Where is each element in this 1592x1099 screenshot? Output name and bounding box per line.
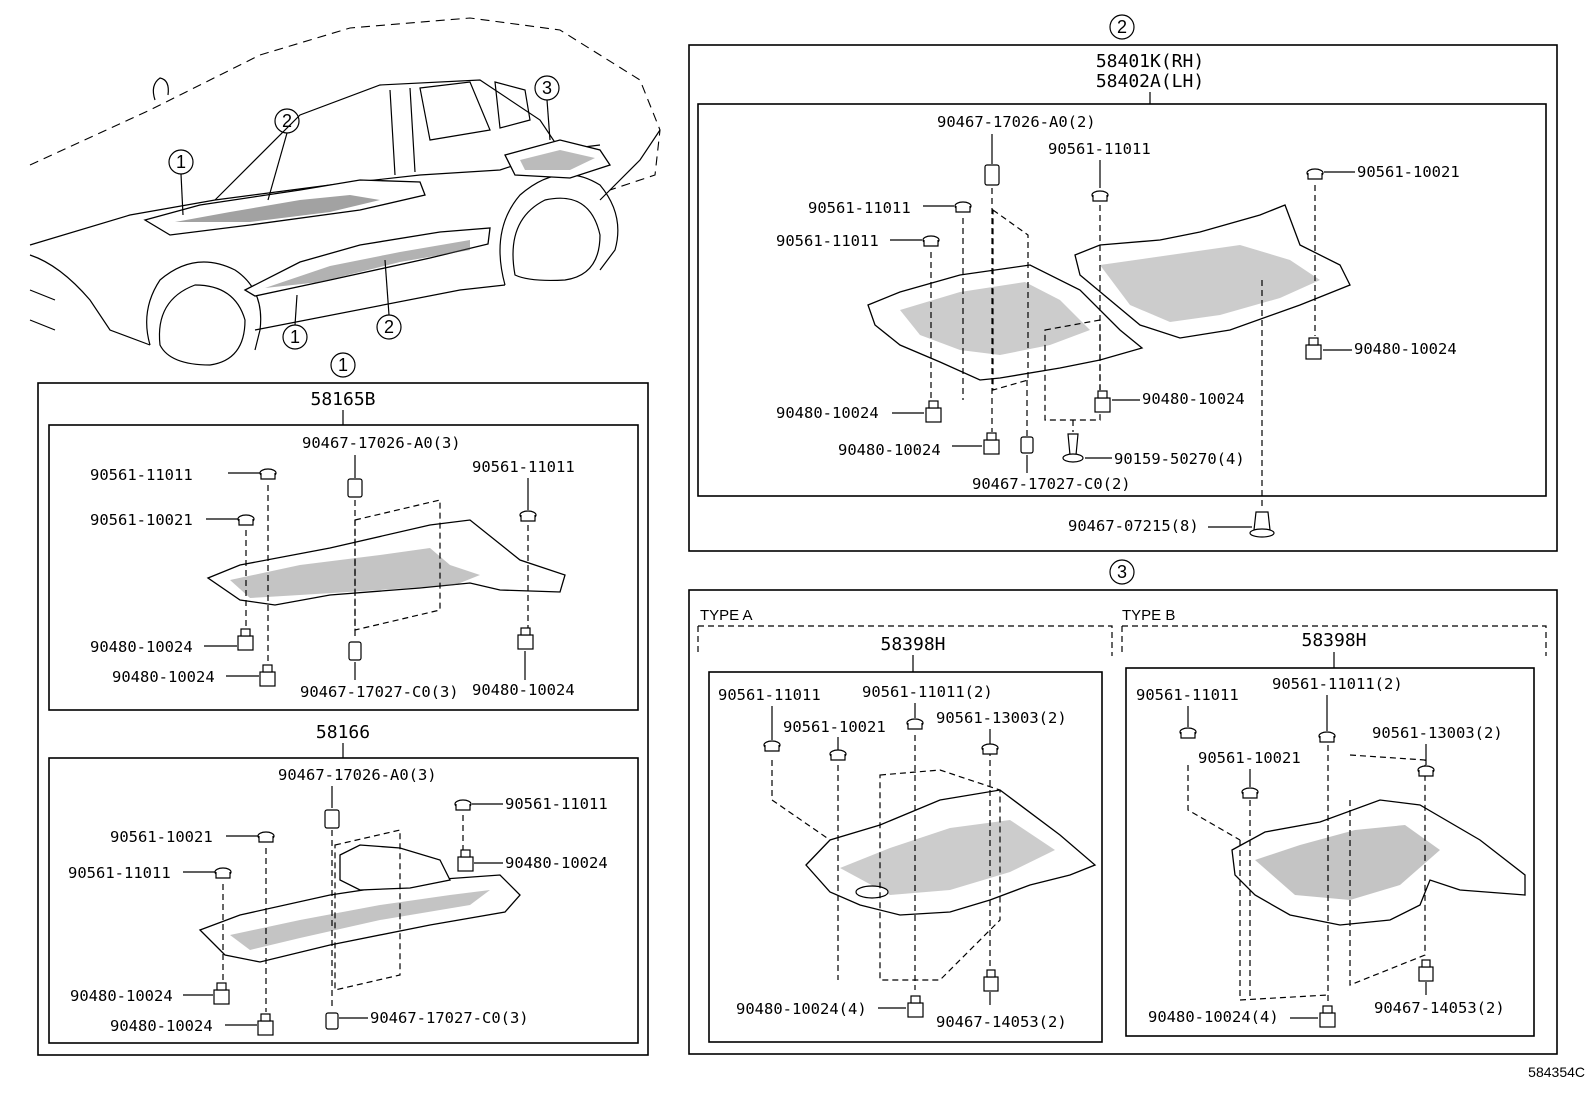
label-90561-11011-s2-1: 90561-11011 [1048,140,1151,158]
label-90480-10024-s1a-1: 90480-10024 [90,638,193,656]
label-90561-11011-s1b-1: 90561-11011 [505,795,608,813]
label-90561-10021-type-b: 90561-10021 [1198,749,1301,767]
label-90480-10024-s2-4: 90480-10024 [838,441,941,459]
label-90480-10024-s1b-1: 90480-10024 [505,854,608,872]
part-number-58165b: 58165B [310,389,375,410]
panel-58165b [206,519,566,606]
part-number-lh: 58402A(LH) [1096,71,1204,92]
label-90467-14053-type-a: 90467-14053(2) [936,1013,1067,1031]
label-90480-10024-s1a-3: 90480-10024 [472,681,575,699]
label-90480-10024-s2-3: 90480-10024 [776,404,879,422]
label-90159-50270-s2: 90159-50270(4) [1114,450,1245,468]
panel-58398h-type-b [1231,799,1526,926]
label-90561-13003-type-b: 90561-13003(2) [1372,724,1503,742]
car-callout-1-top: 1 [176,152,186,172]
label-90561-11011-s2-2: 90561-11011 [808,199,911,217]
car-callout-2-top: 2 [282,111,292,131]
car-callout-2-bottom: 2 [384,317,394,337]
part-number-rh: 58401K(RH) [1096,51,1204,72]
section-3: 3 TYPE A 58398H 90561-11011 90561-11011(… [688,559,1558,1055]
label-90561-11011-type-b-1: 90561-11011 [1136,686,1239,704]
section-2-callout: 2 [1117,17,1127,37]
panel-58166 [198,874,521,963]
label-90561-10021-type-a: 90561-10021 [783,718,886,736]
label-90480-10024-s1a-2: 90480-10024 [112,668,215,686]
section-3-frame [688,589,1558,1055]
label-90480-10024-s2-2: 90480-10024 [1142,390,1245,408]
section-1: 1 58165B 90561-11011 90467-17026-A0(3) 9… [37,352,649,1056]
label-90561-11011-2-type-a: 90561-11011(2) [862,683,993,701]
section-1-frame [37,382,649,1056]
panel-58398h-type-a [805,789,1097,916]
label-90467-17027-c0-s2: 90467-17027-C0(2) [972,475,1131,493]
label-90561-10021-s1a: 90561-10021 [90,511,193,529]
label-90480-10024-4-type-b: 90480-10024(4) [1148,1008,1279,1026]
label-90561-10021-s2: 90561-10021 [1357,163,1460,181]
label-90561-11011-s2-3: 90561-11011 [776,232,879,250]
panel-rh [1074,204,1351,339]
label-90561-11011-s1a-1: 90561-11011 [90,466,193,484]
label-90480-10024-s2-1: 90480-10024 [1354,340,1457,358]
part-number-58166: 58166 [316,722,370,743]
type-b-label: TYPE B [1122,607,1175,624]
label-90561-11011-type-a-1: 90561-11011 [718,686,821,704]
part-number-58398h-type-a: 58398H [880,634,945,655]
car-callout-1-bottom: 1 [290,327,300,347]
label-90480-10024-s1b-2: 90480-10024 [70,987,173,1005]
section-2: 2 58401K(RH) 58402A(LH) 90467-17026-A0(2… [688,14,1558,552]
label-90480-10024-s1b-3: 90480-10024 [110,1017,213,1035]
label-90467-07215-s2: 90467-07215(8) [1068,517,1199,535]
car-callout-3: 3 [542,78,552,98]
label-90561-13003-type-a: 90561-13003(2) [936,709,1067,727]
label-90467-17026-a0-s2: 90467-17026-A0(2) [937,113,1096,131]
diagram-reference: 584354C [1528,1064,1585,1080]
section-3-callout: 3 [1117,562,1127,582]
label-90467-17026-a0-s1b: 90467-17026-A0(3) [278,766,437,784]
section-2-frame [688,44,1558,552]
type-a-label: TYPE A [700,607,753,624]
section-1-callout: 1 [338,355,348,375]
label-90480-10024-4-type-a: 90480-10024(4) [736,1000,867,1018]
part-number-58398h-type-b: 58398H [1301,630,1366,651]
label-90561-11011-2-type-b: 90561-11011(2) [1272,675,1403,693]
label-90467-17027-c0-s1a: 90467-17027-C0(3) [300,683,459,701]
label-90561-11011-s1b-2: 90561-11011 [68,864,171,882]
label-90467-17026-a0-s1a: 90467-17026-A0(3) [302,434,461,452]
label-90467-14053-type-b: 90467-14053(2) [1374,999,1505,1017]
label-90561-10021-s1b: 90561-10021 [110,828,213,846]
label-90561-11011-s1a-2: 90561-11011 [472,458,575,476]
label-90467-17027-c0-s1b: 90467-17027-C0(3) [370,1009,529,1027]
car-overview: 1 2 3 1 2 [29,17,661,366]
